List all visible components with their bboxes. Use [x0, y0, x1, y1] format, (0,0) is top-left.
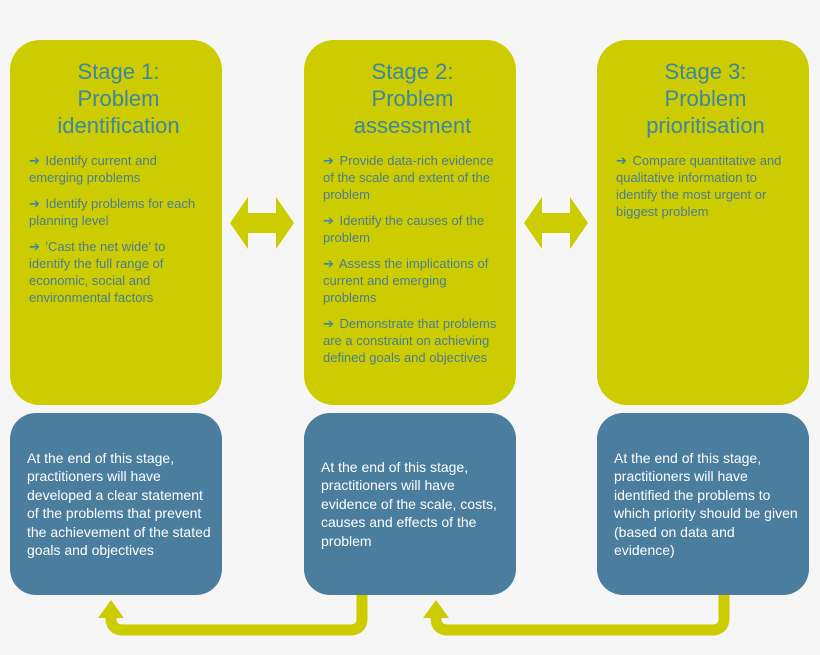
arrow-icon: ➔	[323, 316, 334, 331]
stage-3-title: Stage 3: Problem prioritisation	[646, 59, 765, 138]
stage-3-bullet: ➔ Compare quantitative and qualitative i…	[616, 153, 782, 219]
feedback-arrow-stage2-to-stage1	[105, 595, 368, 636]
stage-2-bullet: ➔ Assess the implications of current and…	[323, 256, 489, 305]
stage-2-bullet: ➔ Identify the causes of the problem	[323, 213, 485, 245]
double-arrow-icon	[230, 197, 294, 249]
stage-3-outcome: At the end of this stage, practitioners …	[597, 413, 809, 595]
stage-2-title: Stage 2: Problem assessment	[353, 59, 472, 138]
stage-3-box: Stage 3: Problem prioritisation ➔ Compar…	[597, 40, 809, 405]
stage-1-bullet: ➔ Identify current and emerging problems	[29, 153, 157, 185]
stage-1-bullet: ➔ 'Cast the net wide' to identify the fu…	[29, 239, 166, 305]
stage-2-bullet: ➔ Demonstrate that problems are a constr…	[323, 316, 497, 365]
arrow-icon: ➔	[323, 213, 334, 228]
arrow-icon: ➔	[29, 239, 40, 254]
stage-1-outcome: At the end of this stage, practitioners …	[10, 413, 222, 595]
arrow-icon: ➔	[323, 256, 334, 271]
feedback-arrowhead-icon	[98, 600, 124, 618]
stage-1-box: Stage 1: Problem identification ➔ Identi…	[10, 40, 222, 405]
stage-2-outcome-text: At the end of this stage, practitioners …	[321, 458, 497, 549]
stage-2-outcome: At the end of this stage, practitioners …	[304, 413, 516, 595]
arrow-icon: ➔	[616, 153, 627, 168]
feedback-arrow-stage3-to-stage2	[430, 595, 730, 636]
stage-1-bullet: ➔ Identify problems for each planning le…	[29, 196, 196, 228]
stage-2-box: Stage 2: Problem assessment ➔ Provide da…	[304, 40, 516, 405]
arrow-icon: ➔	[29, 196, 40, 211]
stage-1-title: Stage 1: Problem identification	[57, 59, 180, 138]
arrow-icon: ➔	[29, 153, 40, 168]
stage-1-outcome-text: At the end of this stage, practitioners …	[27, 449, 211, 559]
feedback-arrowhead-icon	[423, 600, 449, 618]
arrow-icon: ➔	[323, 153, 334, 168]
double-arrow-icon	[524, 197, 588, 249]
stage-3-outcome-text: At the end of this stage, practitioners …	[614, 449, 798, 559]
stage-2-bullet: ➔ Provide data-rich evidence of the scal…	[323, 153, 494, 202]
